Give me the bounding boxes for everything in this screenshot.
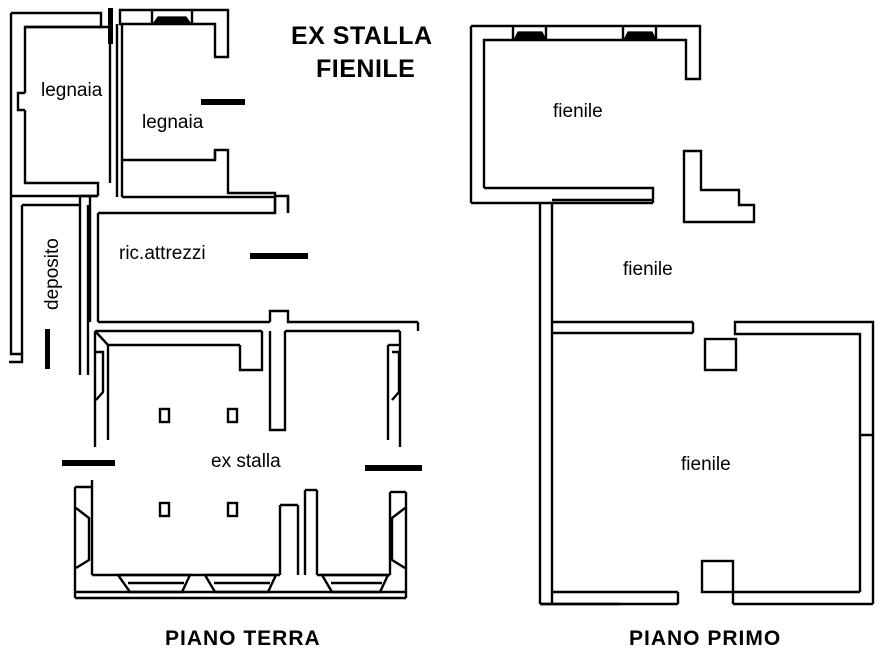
column-marker-lower-2 <box>226 501 239 518</box>
wall-step-fragment-right <box>682 149 756 224</box>
room-label-ric-attrezzi: ric.attrezzi <box>119 243 206 264</box>
leader-bar-ex-stalla-left <box>62 460 115 466</box>
opening-bottom-1 <box>115 573 192 594</box>
sheet-title-line-2: FIENILE <box>316 55 416 83</box>
wall-deposito-outer <box>9 196 24 364</box>
door-swing-left-upper <box>95 350 105 401</box>
sheet-title-line-1: EX STALLA <box>291 22 433 50</box>
wall-exstalla-corner-nw <box>94 330 109 346</box>
opening-bottom-3 <box>319 573 390 594</box>
window-fienile1-a-sill <box>513 31 547 41</box>
recess-exstalla-top <box>238 345 264 372</box>
leader-bar-ric-attrezzi <box>250 253 308 259</box>
column-marker-upper-1 <box>158 407 171 424</box>
leader-bar-ex-stalla-right <box>365 465 422 471</box>
opening-bottom-2 <box>202 573 278 594</box>
wall-ricattrezzi-top-nib <box>273 194 290 213</box>
room-label-ex-stalla: ex stalla <box>211 451 281 472</box>
window-legnaia2-sill <box>151 16 193 25</box>
room-label-legnaia-1: legnaia <box>41 80 103 101</box>
door-swing-right-upper <box>391 350 401 401</box>
room-label-fienile-2: fienile <box>623 259 673 280</box>
caption-piano-primo: PIANO PRIMO <box>629 627 782 650</box>
leader-bar-legnaia-top <box>108 8 113 44</box>
wall-fienile1-bottom-inner <box>484 186 655 203</box>
wall-legnaia2-top-band <box>118 8 230 59</box>
window-fienile1-b-jambs <box>621 26 658 40</box>
column-fienile-lower <box>700 559 735 594</box>
window-fienile1-b-sill <box>623 31 657 41</box>
piano-primo-geometry <box>469 24 875 606</box>
door-swing-right-lower <box>390 507 406 570</box>
room-label-legnaia-2: legnaia <box>142 112 204 133</box>
wall-legnaia1-inner-bottom <box>23 180 100 196</box>
window-legnaia2-jambs <box>150 10 194 24</box>
wall-fienile2-right-L <box>733 320 875 437</box>
room-label-fienile-3: fienile <box>681 454 731 475</box>
door-swing-left-lower <box>75 507 91 570</box>
column-fienile-middle <box>703 337 738 372</box>
window-fienile1-a-jambs <box>511 26 548 40</box>
caption-piano-terra: PIANO TERRA <box>165 627 321 650</box>
column-marker-lower-1 <box>158 501 171 518</box>
room-label-deposito: deposito <box>42 238 63 310</box>
leader-bar-legnaia-2 <box>201 99 245 105</box>
wall-legnaia2-lower-step <box>98 148 277 215</box>
wall-fienile1-outer <box>471 24 702 188</box>
room-label-fienile-1: fienile <box>553 101 603 122</box>
wall-exstalla-center-pier <box>268 331 287 432</box>
piano-terra-geometry <box>9 8 420 600</box>
column-marker-upper-2 <box>226 407 239 424</box>
door-opening-legnaia1-left <box>16 91 25 112</box>
leader-bar-deposito <box>45 329 50 369</box>
wall-ricattrezzi-bottom-step <box>268 309 418 324</box>
